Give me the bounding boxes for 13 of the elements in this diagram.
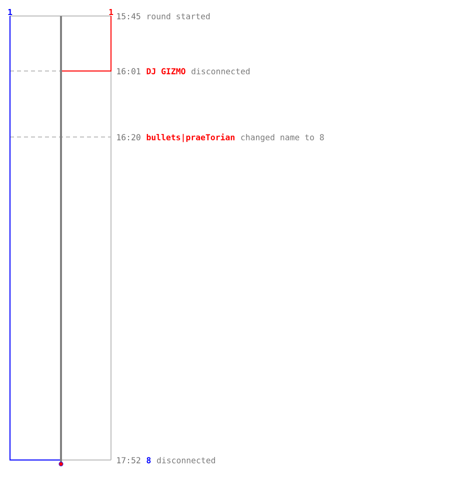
event-text: disconnected <box>192 68 250 74</box>
event-text: changed name to 8 <box>241 134 324 142</box>
score: 1 <box>8 9 12 15</box>
player-name: DJ GIZMO <box>146 68 186 74</box>
timestamp: 16:01 <box>117 68 140 74</box>
score: 1 <box>109 9 114 15</box>
event-text: round started <box>148 12 210 20</box>
event-text: disconnected <box>157 456 215 464</box>
timestamp: 16:20 <box>117 134 140 140</box>
player-name: 8 <box>146 457 151 464</box>
timestamp: 17:52 <box>117 457 140 464</box>
timestamp: 15:45 <box>117 13 140 20</box>
player-name: bullets|praeTorian <box>146 134 234 142</box>
